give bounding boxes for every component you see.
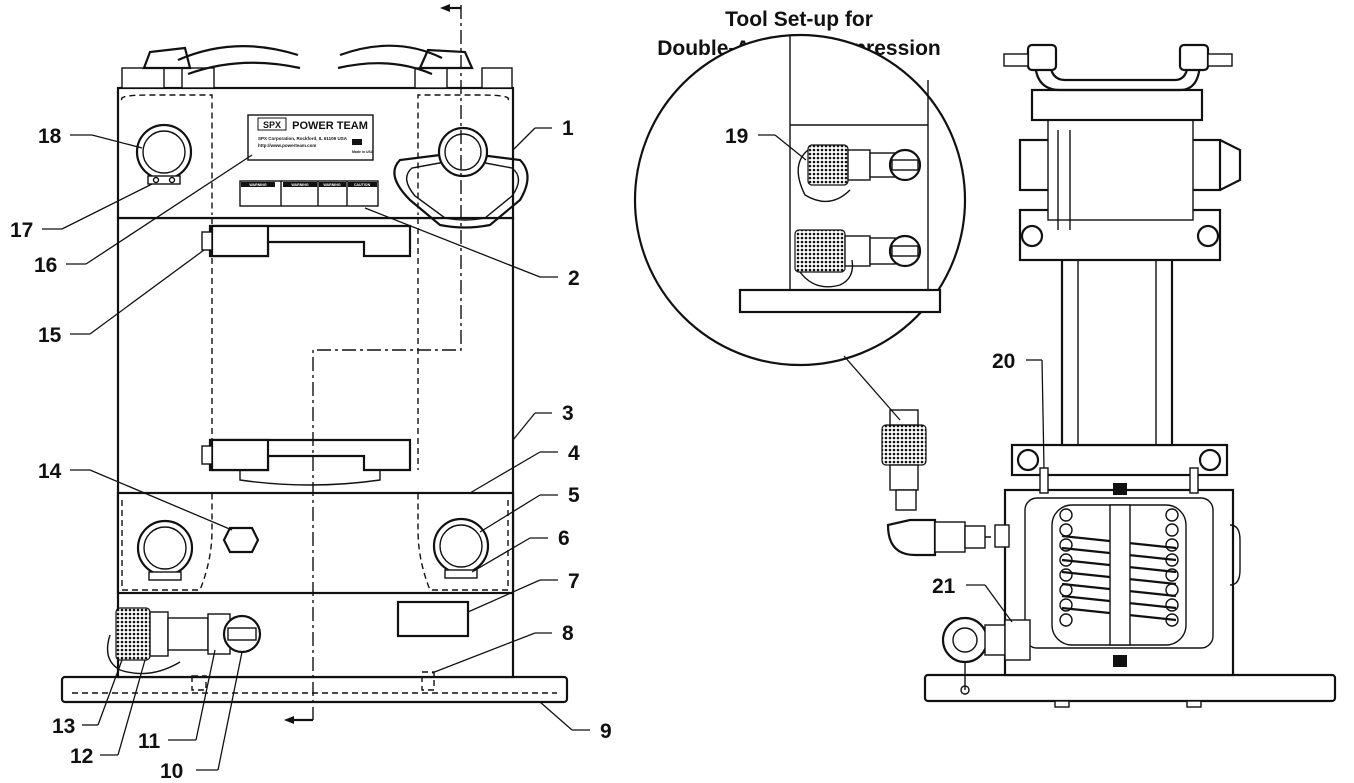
warning-panel-3: WARNING: [323, 183, 341, 187]
callout-18: 18: [38, 125, 62, 148]
title-line-1: Tool Set-up for: [725, 8, 873, 31]
nameplate-brand: POWER TEAM: [292, 120, 368, 132]
callout-19: 19: [725, 125, 748, 148]
callout-6: 6: [558, 527, 570, 550]
callout-1: 1: [562, 117, 574, 140]
nameplate-address: SPX Corporation, Rockford, IL 61109 USA: [258, 136, 348, 141]
callout-5: 5: [568, 484, 580, 507]
callout-9: 9: [600, 720, 612, 743]
warning-label: WARNING WARNING WARNING CAUTION: [239, 180, 379, 207]
warning-panel-4: CAUTION: [354, 183, 371, 187]
ring-left-top: [135, 123, 193, 181]
nameplate-url: http://www.powerteam.com: [258, 143, 316, 148]
callout-13: 13: [52, 715, 75, 738]
warning-panel-2: WARNING: [291, 183, 309, 187]
callout-21: 21: [932, 575, 956, 598]
callout-11: 11: [138, 730, 161, 753]
nameplate-made-in: Made in USA: [352, 150, 374, 154]
spring: [1051, 483, 1187, 667]
callout-15: 15: [38, 324, 62, 347]
callout-2: 2: [568, 267, 580, 290]
front-view: SPX POWER TEAM SPX Corporation, Rockford…: [60, 4, 569, 724]
callout-8: 8: [562, 622, 574, 645]
callout-12: 12: [70, 745, 93, 768]
callout-3: 3: [562, 402, 574, 425]
callout-20: 20: [992, 350, 1015, 373]
nameplate: SPX POWER TEAM SPX Corporation, Rockford…: [247, 114, 374, 161]
base-plate: [60, 675, 569, 704]
warning-panel-1: WARNING: [249, 183, 267, 187]
callout-7: 7: [568, 570, 580, 593]
callout-10: 10: [160, 760, 183, 783]
nameplate-brand-box: SPX: [263, 120, 281, 130]
callout-16: 16: [34, 254, 57, 277]
callout-17: 17: [10, 219, 33, 242]
callout-14: 14: [38, 460, 62, 483]
detail-callout-circle: [633, 33, 967, 421]
callout-4: 4: [568, 442, 580, 465]
callouts: 1 2 3 4 5 6 7 8 9 10 11 12 13: [10, 117, 1045, 783]
side-view: [881, 43, 1337, 708]
